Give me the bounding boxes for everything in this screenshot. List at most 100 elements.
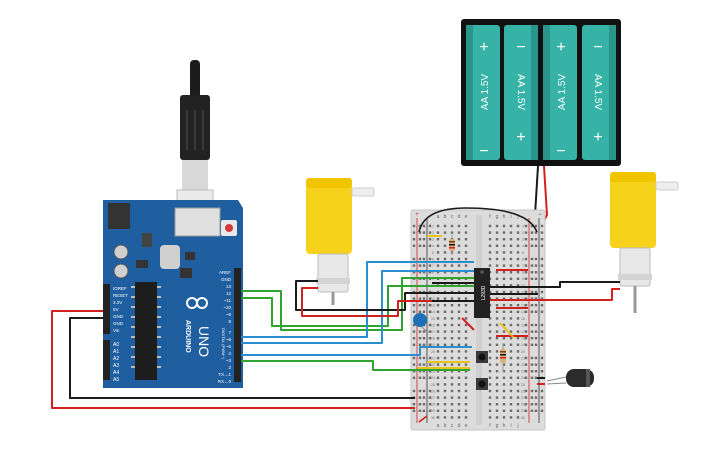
breadboard-row-number: 25 xyxy=(521,383,525,387)
breadboard-hole xyxy=(495,330,499,333)
breadboard-row-number: 22 xyxy=(431,363,435,367)
breadboard-row-number: 19 xyxy=(431,343,435,347)
breadboard-hole xyxy=(464,251,468,254)
breadboard-rail-hole xyxy=(530,297,534,300)
breadboard-row-number: 27 xyxy=(431,396,435,400)
breadboard-hole xyxy=(509,244,513,247)
reset-button[interactable] xyxy=(225,224,233,232)
breadboard-hole xyxy=(457,343,461,346)
breadboard-rail-hole xyxy=(418,337,422,340)
breadboard-rail-hole xyxy=(530,356,534,360)
breadboard-hole xyxy=(509,416,513,419)
breadboard-row-number: 16 xyxy=(431,323,435,327)
breadboard-hole xyxy=(436,409,440,412)
breadboard-hole xyxy=(450,337,454,340)
breadboard-rail-hole xyxy=(428,323,432,327)
breadboard-column-letter: g xyxy=(496,423,499,429)
breadboard-hole xyxy=(464,310,468,313)
breadboard-hole xyxy=(509,264,513,267)
breadboard-hole xyxy=(516,416,520,419)
wires xyxy=(51,207,620,423)
breadboard-column-letter: e xyxy=(465,423,468,429)
breadboard-rail-hole xyxy=(534,409,538,412)
breadboard-rail-hole xyxy=(412,370,416,373)
breadboard-rail-hole xyxy=(540,231,544,234)
breadboard-column-letter: i xyxy=(510,423,511,429)
breadboard-rail-hole xyxy=(534,389,538,393)
breadboard-rail-hole xyxy=(418,330,422,333)
breadboard-hole xyxy=(450,257,454,261)
breadboard-hole xyxy=(516,251,520,254)
breadboard-hole xyxy=(464,271,468,274)
breadboard-rail-hole xyxy=(530,376,534,379)
breadboard-rail-hole xyxy=(540,244,544,247)
breadboard-rail-hole xyxy=(428,356,432,360)
breadboard-hole xyxy=(502,396,506,399)
breadboard-row-number: 6 xyxy=(432,257,434,261)
breadboard-hole xyxy=(443,363,447,366)
breadboard-row-number: 21 xyxy=(431,356,435,360)
breadboard-rail-hole xyxy=(524,277,528,280)
breadboard-hole xyxy=(488,317,492,320)
breadboard-hole xyxy=(450,409,454,412)
breadboard-rail-hole xyxy=(418,310,422,313)
battery-cell-4-plus: + xyxy=(593,129,602,146)
breadboard-hole xyxy=(457,389,461,393)
breadboard-hole xyxy=(457,264,461,267)
breadboard-hole xyxy=(509,350,513,353)
wire-gnd-black xyxy=(69,317,415,399)
breadboard-rail-hole xyxy=(524,330,528,333)
breadboard-hole xyxy=(516,409,520,412)
breadboard-hole xyxy=(495,343,499,346)
breadboard-hole xyxy=(450,271,454,274)
breadboard-hole xyxy=(495,310,499,313)
wire-pin11-green xyxy=(241,285,474,327)
breadboard-rail-hole xyxy=(412,337,416,340)
breadboard-rail-hole xyxy=(534,376,538,379)
breadboard-row-number: 26 xyxy=(521,389,525,393)
breadboard-rail-hole xyxy=(534,310,538,313)
breadboard-column-letter: j xyxy=(516,423,518,429)
breadboard-rail-hole xyxy=(524,409,528,412)
breadboard-hole xyxy=(436,323,440,327)
breadboard-hole xyxy=(495,257,499,261)
wire-pin5-blue xyxy=(241,270,474,344)
breadboard-row-number: 20 xyxy=(521,350,525,354)
pin-a5: A5 xyxy=(113,377,119,383)
breadboard-rail-hole xyxy=(540,323,544,327)
arduino-logo-text: ARDUINO xyxy=(184,320,191,353)
pin-reset: RESET xyxy=(113,293,128,298)
pin-12: 12 xyxy=(226,291,232,296)
breadboard-rail-hole xyxy=(530,389,534,393)
breadboard-row-number: 6 xyxy=(522,257,524,261)
resistor-bottom xyxy=(500,343,506,372)
breadboard-hole xyxy=(436,383,440,386)
breadboard-hole xyxy=(457,323,461,327)
battery-cell-3-minus: − xyxy=(556,143,565,160)
pin-a0: A0 xyxy=(113,342,119,348)
breadboard-hole xyxy=(495,244,499,247)
battery-pack: + AA 1.5V − − AA 1.5V + + AA 1.5V − − AA… xyxy=(461,19,621,166)
wire-arch-black xyxy=(418,207,538,233)
breadboard-hole xyxy=(464,409,468,412)
breadboard-hole xyxy=(516,376,520,379)
breadboard-hole xyxy=(436,231,440,234)
pin-gnd-1: GND xyxy=(113,314,124,319)
breadboard-hole xyxy=(495,317,499,320)
breadboard-rail-hole xyxy=(530,396,534,399)
breadboard-hole xyxy=(509,238,513,241)
breadboard-column-letter: b xyxy=(444,214,447,220)
wire-motor-right-black xyxy=(490,281,620,288)
pin-9: ~9 xyxy=(226,312,232,317)
breadboard-row-number: 1 xyxy=(432,224,434,228)
breadboard-hole xyxy=(509,370,513,373)
pin-a3: A3 xyxy=(113,363,119,369)
breadboard-hole xyxy=(495,389,499,393)
breadboard-hole xyxy=(450,304,454,307)
battery-cell-3-label: AA 1.5V xyxy=(557,74,568,110)
pin-6: ~6 xyxy=(226,337,232,342)
breadboard-rail-hole xyxy=(412,238,416,241)
breadboard-rail-hole xyxy=(418,231,422,234)
breadboard-hole xyxy=(509,343,513,346)
breadboard-hole xyxy=(436,363,440,366)
